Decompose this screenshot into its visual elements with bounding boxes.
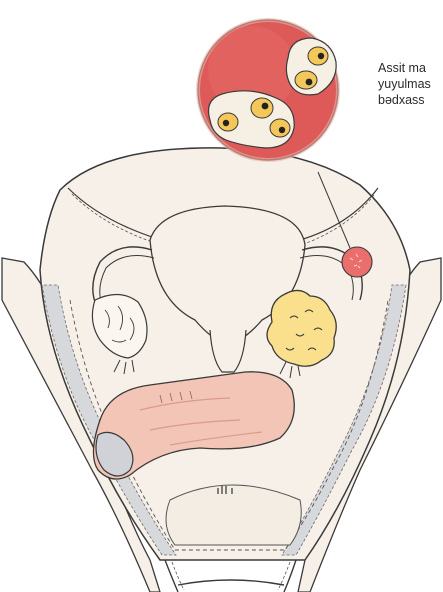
annotation-text: Assit ma yuyulmas bədxass (378, 60, 443, 108)
vaginal-canal-dashed (172, 562, 290, 590)
annotation-line-3: bədxass (378, 92, 443, 108)
annotation-line-2: yuyulmas (378, 76, 443, 92)
cell-nucleus (279, 127, 285, 133)
cytology-magnifier (198, 20, 338, 160)
cell-nucleus (262, 103, 269, 110)
vaginal-canal (165, 560, 296, 592)
cell (295, 71, 317, 89)
annotation-line-1: Assit ma (378, 60, 443, 76)
sample-drop (342, 247, 372, 277)
cell (251, 98, 273, 118)
cell-nucleus (306, 79, 313, 86)
cell-nucleus (223, 120, 229, 126)
bladder (166, 485, 301, 545)
cell-nucleus (318, 53, 324, 59)
